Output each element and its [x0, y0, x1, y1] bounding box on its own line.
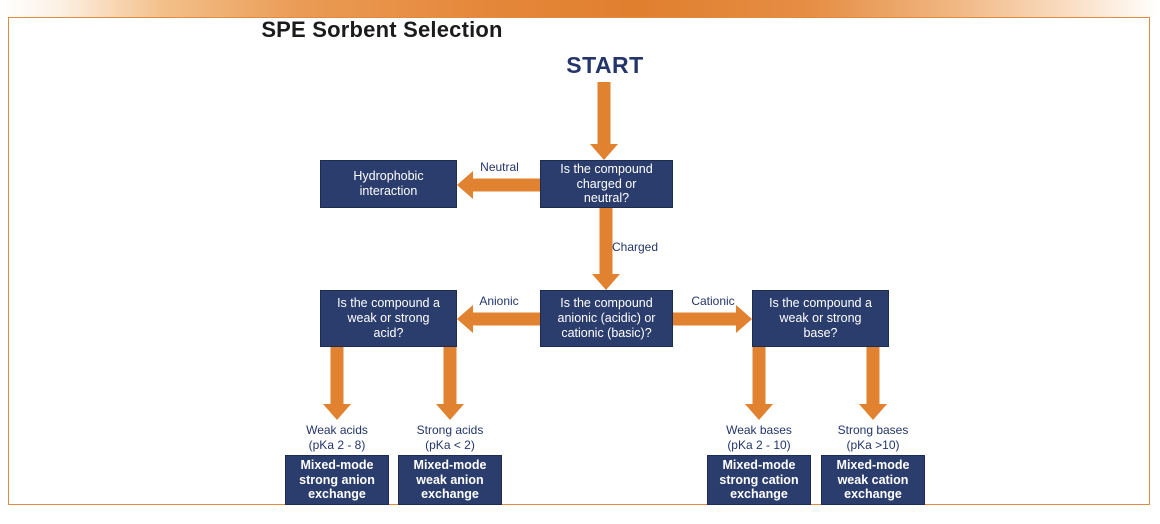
arrow-base-to-strong-base: [857, 347, 889, 420]
arrow-ion-to-base: [673, 304, 752, 334]
caption-weak-acids: Weak acids (pKa 2 - 8): [285, 423, 389, 453]
node-hydrophobic-interaction[interactable]: Hydrophobic interaction: [320, 160, 457, 208]
caption-line2: (pKa < 2): [425, 438, 475, 452]
node-text-line3: exchange: [730, 487, 788, 502]
arrow-shaft: [866, 347, 880, 404]
arrow-charge-to-ion: [590, 208, 622, 290]
arrow-head: [457, 171, 473, 199]
arrow-shaft: [471, 312, 540, 326]
arrow-acid-to-strong-acid: [434, 347, 466, 420]
node-text: Mixed-mode strong anion exchange: [299, 458, 375, 502]
node-mixed-mode-weak-cation-exchange[interactable]: Mixed-mode weak cation exchange: [821, 455, 925, 505]
arrow-start-to-charge: [588, 82, 620, 160]
caption-line2: (pKa >10): [846, 438, 900, 452]
caption-line2: (pKa 2 - 8): [308, 438, 366, 452]
node-text-line2: weak or strong: [779, 311, 862, 326]
edge-label-cationic: Cationic: [691, 294, 735, 308]
node-is-compound-charged-or-neutral[interactable]: Is the compound charged or neutral?: [540, 160, 673, 208]
node-text-line3: exchange: [421, 487, 479, 502]
node-text-line2: anionic (acidic) or: [557, 311, 656, 326]
arrow-shaft: [330, 347, 344, 404]
arrow-shaft: [599, 208, 613, 274]
arrow-shaft: [471, 178, 540, 192]
node-text: Is the compound a weak or strong acid?: [337, 296, 440, 340]
caption-strong-acids: Strong acids (pKa < 2): [398, 423, 502, 453]
caption-line1: Strong bases: [837, 423, 909, 437]
edge-label-neutral: Neutral: [480, 160, 519, 174]
node-text-line3: cationic (basic)?: [561, 325, 652, 340]
page-title: SPE Sorbent Selection: [261, 17, 503, 42]
arrow-head: [859, 404, 887, 420]
node-text-line1: Mixed-mode: [836, 457, 910, 472]
caption-line1: Weak bases: [726, 423, 792, 437]
arrow-ion-to-acid: [457, 304, 540, 334]
node-text-line3: neutral?: [583, 191, 630, 206]
node-text-line2: weak or strong: [347, 311, 430, 326]
caption-line1: Strong acids: [416, 423, 484, 437]
node-text-line2: strong anion: [299, 472, 375, 487]
arrow-acid-to-weak-acid: [321, 347, 353, 420]
edge-label-charged: Charged: [612, 240, 659, 254]
node-text-line2: weak cation: [837, 472, 909, 487]
node-text: Mixed-mode weak anion exchange: [414, 458, 487, 502]
start-label: START: [566, 52, 644, 78]
arrow-head: [590, 144, 618, 160]
arrow-base-to-weak-base: [743, 347, 775, 420]
node-text-line1: Mixed-mode: [413, 457, 487, 472]
node-text: Mixed-mode weak cation exchange: [837, 458, 910, 502]
diagram-frame: [8, 17, 1150, 505]
node-text: Is the compound a weak or strong base?: [769, 296, 872, 340]
node-text: Hydrophobic interaction: [353, 169, 423, 199]
node-text-line2: charged or: [576, 176, 637, 191]
node-text-line2: weak anion: [416, 472, 484, 487]
node-is-compound-anionic-or-cationic[interactable]: Is the compound anionic (acidic) or cati…: [540, 290, 673, 347]
node-text-line1: Is the compound a: [337, 296, 440, 311]
node-text-line1: Is the compound: [560, 296, 653, 311]
node-text-line2: interaction: [359, 184, 418, 198]
caption-line1: Weak acids: [306, 423, 368, 437]
node-text-line3: acid?: [373, 325, 404, 340]
arrow-shaft: [597, 82, 611, 144]
arrow-shaft: [752, 347, 766, 404]
node-text: Is the compound anionic (acidic) or cati…: [558, 296, 656, 340]
node-text: Is the compound charged or neutral?: [560, 162, 652, 206]
node-mixed-mode-weak-anion-exchange[interactable]: Mixed-mode weak anion exchange: [398, 455, 502, 505]
caption-strong-bases: Strong bases (pKa >10): [821, 423, 925, 453]
top-accent-gradient-bar: [0, 0, 1160, 17]
node-text-line1: Mixed-mode: [300, 457, 374, 472]
node-text-line3: base?: [803, 325, 838, 340]
arrow-head: [592, 274, 620, 290]
arrow-head: [323, 404, 351, 420]
node-text-line1: Hydrophobic: [353, 169, 424, 184]
node-is-compound-weak-or-strong-base[interactable]: Is the compound a weak or strong base?: [752, 290, 889, 347]
node-text-line3: exchange: [844, 487, 902, 502]
arrow-shaft: [673, 312, 738, 326]
arrow-head: [736, 305, 752, 333]
arrow-head: [745, 404, 773, 420]
node-text-line1: Is the compound a: [769, 296, 872, 311]
node-is-compound-weak-or-strong-acid[interactable]: Is the compound a weak or strong acid?: [320, 290, 457, 347]
arrow-head: [436, 404, 464, 420]
edge-label-anionic: Anionic: [479, 294, 519, 308]
node-text-line1: Mixed-mode: [722, 457, 796, 472]
node-text-line2: strong cation: [719, 472, 799, 487]
node-mixed-mode-strong-cation-exchange[interactable]: Mixed-mode strong cation exchange: [707, 455, 811, 505]
arrow-charge-to-hydrophobic: [457, 170, 540, 200]
node-text-line1: Is the compound: [560, 161, 653, 176]
arrow-shaft: [443, 347, 457, 404]
node-text: Mixed-mode strong cation exchange: [719, 458, 798, 502]
caption-weak-bases: Weak bases (pKa 2 - 10): [707, 423, 811, 453]
arrow-head: [457, 305, 473, 333]
caption-line2: (pKa 2 - 10): [727, 438, 791, 452]
node-mixed-mode-strong-anion-exchange[interactable]: Mixed-mode strong anion exchange: [285, 455, 389, 505]
node-text-line3: exchange: [308, 487, 366, 502]
